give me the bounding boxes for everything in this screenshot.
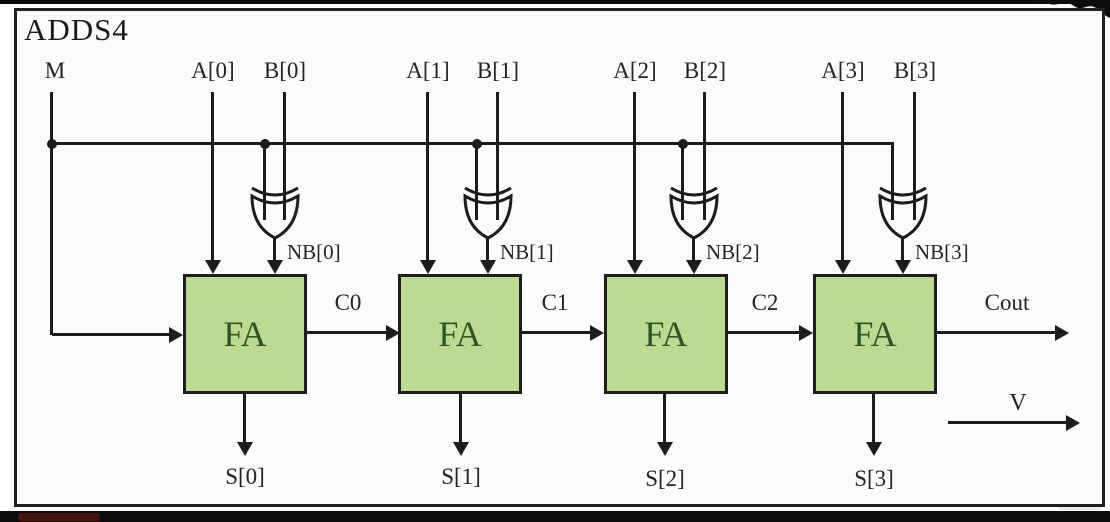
carry2-arrowhead: [799, 325, 813, 341]
a2-arrowhead: [627, 260, 643, 274]
a2-wire: [633, 92, 636, 262]
bus-tap-wire-1: [475, 143, 478, 220]
b1-wire: [496, 92, 499, 220]
sum3-arrowhead: [866, 442, 882, 456]
full-adder-0: FA: [183, 274, 307, 394]
sum1-wire: [459, 394, 462, 444]
bus-junction-dot-1: [472, 139, 482, 149]
carry1-label: C1: [541, 290, 569, 315]
carry2-label: C2: [751, 290, 779, 315]
input-label-a2: A[2]: [613, 58, 657, 83]
input-label-a1: A[1]: [406, 58, 450, 83]
m-wire-vertical: [50, 92, 53, 335]
corner-overlay-blob: [1035, 0, 1110, 18]
carry1-arrowhead: [590, 325, 604, 341]
a3-arrowhead: [835, 260, 851, 274]
a1-wire: [426, 92, 429, 262]
overflow-arrowhead: [1066, 415, 1080, 431]
xor1-output-wire: [486, 238, 489, 262]
cout-label: Cout: [984, 290, 1030, 315]
sum1-label: S[1]: [441, 464, 481, 489]
bottom-red-artifact: [18, 513, 100, 521]
xor-gate-0: [250, 186, 300, 240]
sum0-arrowhead: [237, 442, 253, 456]
sum0-wire: [243, 394, 246, 444]
sum3-label: S[3]: [854, 466, 894, 491]
sum3-wire: [872, 394, 875, 444]
input-label-a0: A[0]: [191, 58, 235, 83]
sum2-arrowhead: [657, 442, 673, 456]
sum2-label: S[2]: [645, 466, 685, 491]
bus-tap-wire-2: [681, 143, 684, 220]
input-label-m: M: [44, 58, 66, 83]
full-adder-3: FA: [813, 274, 937, 394]
input-label-b3: B[3]: [893, 58, 937, 83]
carry0-label: C0: [334, 290, 362, 315]
carry0-wire: [307, 331, 388, 334]
schematic-title: ADDS4: [24, 12, 129, 47]
b3-wire: [913, 92, 916, 220]
top-black-bar: [0, 0, 1110, 4]
input-label-b0: B[0]: [263, 58, 307, 83]
overflow-label: V: [1009, 390, 1027, 416]
cout-wire: [937, 331, 1057, 334]
xor3-output-arrowhead: [895, 260, 911, 274]
sum2-wire: [663, 394, 666, 444]
overflow-wire: [948, 421, 1068, 424]
m-arrowhead: [169, 327, 183, 343]
sum0-label: S[0]: [225, 464, 265, 489]
cout-arrowhead: [1055, 325, 1069, 341]
input-label-b2: B[2]: [683, 58, 727, 83]
a0-arrowhead: [205, 260, 221, 274]
xor3-output-wire: [901, 238, 904, 262]
nb2-label: NB[2]: [706, 240, 760, 264]
input-label-a3: A[3]: [821, 58, 865, 83]
carry0-arrowhead: [386, 325, 400, 341]
a0-wire: [211, 92, 214, 262]
bus-tap-wire-0: [263, 143, 266, 220]
b0-wire: [283, 92, 286, 220]
xor2-output-arrowhead: [686, 260, 702, 274]
m-wire-horizontal: [52, 333, 171, 336]
full-adder-1: FA: [398, 274, 522, 394]
bus-junction-dot-m: [47, 139, 57, 149]
nb1-label: NB[1]: [500, 240, 554, 264]
a1-arrowhead: [420, 260, 436, 274]
xor0-output-wire: [273, 238, 276, 262]
carry2-wire: [728, 331, 801, 334]
xor-gate-2: [669, 186, 719, 240]
bus-junction-dot-2: [678, 139, 688, 149]
input-label-b1: B[1]: [476, 58, 520, 83]
carry1-wire: [522, 331, 592, 334]
xor1-output-arrowhead: [480, 260, 496, 274]
a3-wire: [841, 92, 844, 262]
bus-junction-dot-0: [260, 139, 270, 149]
nb3-label: NB[3]: [915, 240, 969, 264]
xor0-output-arrowhead: [267, 260, 283, 274]
bus-corner-drop-wire-3: [891, 142, 894, 220]
full-adder-2: FA: [604, 274, 728, 394]
xor-gate-3: [878, 186, 928, 240]
nb0-label: NB[0]: [287, 240, 341, 264]
b2-wire: [703, 92, 706, 220]
xor-gate-1: [463, 186, 513, 240]
xor2-output-wire: [692, 238, 695, 262]
schematic-border: [14, 8, 1105, 507]
bottom-black-bar: [0, 511, 1110, 522]
sum1-arrowhead: [453, 442, 469, 456]
